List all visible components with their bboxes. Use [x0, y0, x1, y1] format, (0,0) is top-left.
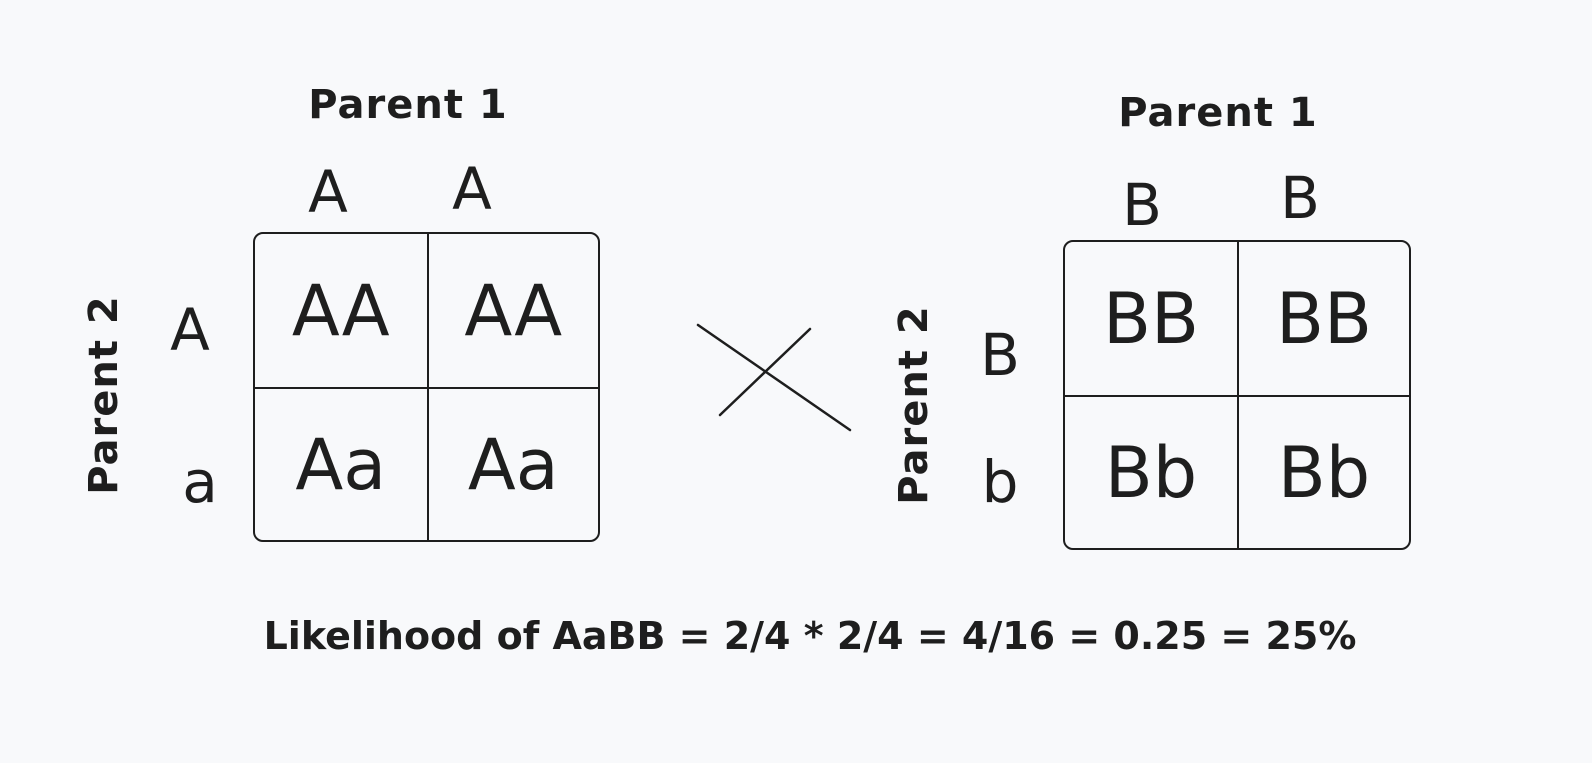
- left-cell-2-2: Aa: [426, 387, 598, 540]
- right-cell-2-1: Bb: [1065, 395, 1237, 548]
- left-top-allele-1: A: [308, 158, 348, 226]
- cross-symbol: [696, 323, 852, 432]
- right-cell-1-2: BB: [1237, 242, 1409, 395]
- right-side-allele-2: b: [981, 448, 1019, 516]
- right-parent1-title: Parent 1: [1118, 90, 1318, 136]
- likelihood-formula: Likelihood of AaBB = 2/4 * 2/4 = 4/16 = …: [263, 614, 1357, 658]
- right-parent2-title: Parent 2: [891, 305, 937, 505]
- right-punnett-grid: BB BB Bb Bb: [1063, 240, 1411, 550]
- right-cell-2-2: Bb: [1237, 395, 1409, 548]
- right-side-allele-1: B: [980, 321, 1020, 389]
- left-parent2-title: Parent 2: [81, 295, 127, 495]
- left-cell-1-1: AA: [291, 269, 390, 352]
- right-top-allele-2: B: [1280, 164, 1320, 232]
- right-top-allele-1: B: [1122, 171, 1162, 239]
- left-parent1-title: Parent 1: [308, 82, 508, 128]
- left-side-allele-1: A: [170, 296, 210, 364]
- right-cell-1-1: BB: [1102, 277, 1200, 360]
- left-cell-2-1: Aa: [255, 387, 427, 540]
- left-side-allele-2: a: [182, 448, 218, 516]
- left-punnett-grid: AA AA Aa Aa: [253, 232, 600, 542]
- left-cell-1-2: AA: [426, 234, 599, 387]
- left-top-allele-2: A: [452, 155, 492, 223]
